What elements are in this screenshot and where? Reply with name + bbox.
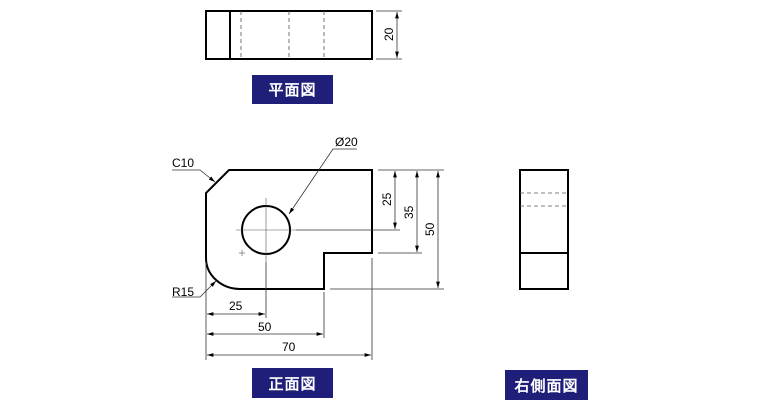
front-view: 25 35 50 25 50 70 Ø20 C10 R15 <box>172 135 444 360</box>
side-view <box>519 169 569 290</box>
dim-hole-diameter: Ø20 <box>335 135 358 149</box>
dim-top-thickness: 20 <box>382 27 396 41</box>
side-view-label: 右側面図 <box>505 370 588 400</box>
dim-step-height: 35 <box>402 205 416 219</box>
dim-fillet: R15 <box>172 285 194 299</box>
top-view-label: 平面図 <box>252 75 333 104</box>
dim-hole-x: 25 <box>229 299 243 313</box>
top-view: 20 <box>205 10 402 60</box>
dim-step-x: 50 <box>258 320 272 334</box>
dim-total-height: 50 <box>423 222 437 236</box>
front-view-label: 正面図 <box>252 368 333 398</box>
dim-total-width: 70 <box>282 340 296 354</box>
dim-hole-height: 25 <box>380 192 394 206</box>
dim-chamfer: C10 <box>172 156 194 170</box>
